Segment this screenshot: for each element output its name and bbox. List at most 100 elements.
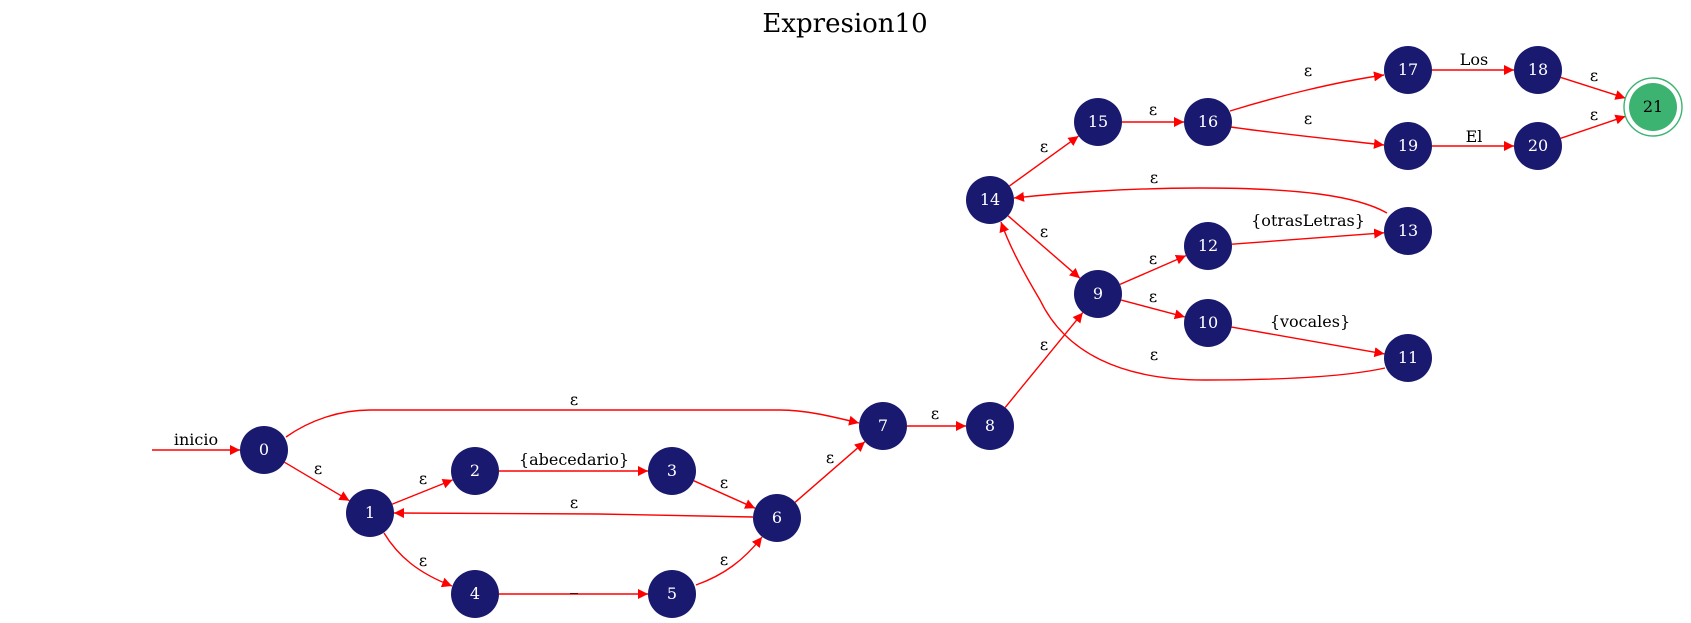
- state-circle: [753, 494, 801, 542]
- state-circle: [1184, 98, 1232, 146]
- state-label: 19: [1398, 136, 1418, 155]
- state-circle: [1384, 122, 1432, 170]
- state-circle: [1384, 334, 1432, 382]
- edge-12-13: [1231, 228, 1385, 245]
- state-node-6: 6: [753, 494, 801, 542]
- edge-18-21: [1560, 76, 1626, 100]
- edge-label-4-5: _: [570, 575, 578, 594]
- state-label: 18: [1528, 60, 1548, 79]
- start-label: inicio: [174, 430, 218, 449]
- edge-5-6: [695, 536, 763, 586]
- edge-label-14-15: ε: [1040, 137, 1048, 156]
- state-label: 15: [1088, 112, 1108, 131]
- state-node-5: 5: [648, 570, 696, 618]
- state-node-4: 4: [451, 570, 499, 618]
- edge-6-1: [393, 508, 754, 519]
- state-node-7: 7: [859, 402, 907, 450]
- edge-label-2-3: {abecedario}: [519, 450, 629, 469]
- edge-label-6-7: ε: [826, 448, 834, 467]
- edge-label-7-8: ε: [931, 404, 939, 423]
- edge-11-14: [999, 221, 1386, 381]
- edge-20-21: [1560, 114, 1626, 139]
- edges-layer: inicioεεεε{abecedario}ε_εεεεεεε{otrasLet…: [152, 50, 1626, 599]
- state-label: 20: [1528, 136, 1548, 155]
- state-circle: [1184, 222, 1232, 270]
- state-circle: [1074, 98, 1122, 146]
- edge-label-10-11: {vocales}: [1270, 312, 1350, 331]
- state-node-16: 16: [1184, 98, 1232, 146]
- state-label: 9: [1093, 284, 1103, 303]
- state-node-3: 3: [648, 447, 696, 495]
- state-circle: [859, 402, 907, 450]
- state-node-14: 14: [966, 176, 1014, 224]
- edge-14-9: [1007, 215, 1081, 279]
- state-label: 11: [1398, 348, 1418, 367]
- state-circle: [346, 489, 394, 537]
- edge-6-7: [794, 441, 866, 503]
- state-node-13: 13: [1384, 207, 1432, 255]
- edge-13-14: [1013, 187, 1388, 214]
- state-node-0: 0: [240, 426, 288, 474]
- edge-label-17-18: Los: [1460, 50, 1488, 69]
- edge-label-5-6: ε: [720, 550, 728, 569]
- edge-label-15-16: ε: [1149, 100, 1157, 119]
- edge-label-16-19: ε: [1304, 109, 1312, 128]
- state-label: 5: [667, 584, 677, 603]
- state-circle: [1384, 207, 1432, 255]
- edge-1-4: [383, 532, 453, 588]
- state-node-11: 11: [1384, 334, 1432, 382]
- state-label: 2: [470, 461, 480, 480]
- state-label: 0: [259, 440, 269, 459]
- state-node-15: 15: [1074, 98, 1122, 146]
- state-circle: [648, 447, 696, 495]
- edge-1-2: [392, 478, 453, 505]
- edge-label-14-9: ε: [1040, 222, 1048, 241]
- edge-0-1: [284, 461, 350, 502]
- state-label: 13: [1398, 221, 1418, 240]
- state-node-18: 18: [1514, 46, 1562, 94]
- edge-label-8-9: ε: [1040, 335, 1048, 354]
- state-label: 6: [772, 508, 782, 527]
- edge-label-16-17: ε: [1304, 61, 1312, 80]
- state-circle: [966, 402, 1014, 450]
- state-label: 21: [1643, 97, 1663, 116]
- state-circle: [240, 426, 288, 474]
- state-label: 12: [1198, 236, 1218, 255]
- edge-16-17: [1229, 71, 1385, 112]
- state-node-12: 12: [1184, 222, 1232, 270]
- state-node-1: 1: [346, 489, 394, 537]
- state-circle: [451, 447, 499, 495]
- state-circle: [1514, 46, 1562, 94]
- state-label: 4: [470, 584, 480, 603]
- state-circle: [451, 570, 499, 618]
- edge-label-9-10: ε: [1149, 287, 1157, 306]
- state-label: 10: [1198, 313, 1218, 332]
- state-label: 14: [980, 190, 1000, 209]
- edge-label-1-4: ε: [419, 551, 427, 570]
- edge-8-9: [1004, 312, 1084, 408]
- edge-14-15: [1009, 135, 1079, 187]
- state-node-9: 9: [1074, 270, 1122, 318]
- state-label: 16: [1198, 112, 1218, 131]
- state-label: 8: [985, 416, 995, 435]
- state-node-2: 2: [451, 447, 499, 495]
- state-node-21: 21: [1623, 77, 1683, 137]
- state-node-19: 19: [1384, 122, 1432, 170]
- state-node-8: 8: [966, 402, 1014, 450]
- state-circle: [966, 176, 1014, 224]
- edge-3-6: [693, 480, 756, 509]
- state-circle: [1184, 299, 1232, 347]
- state-label: 1: [365, 503, 375, 522]
- edge-10-11: [1231, 326, 1385, 358]
- edge-label-12-13: {otrasLetras}: [1251, 211, 1365, 230]
- edge-label-20-21: ε: [1590, 105, 1598, 124]
- edge-16-19: [1230, 126, 1385, 149]
- edge-label-0-1: ε: [314, 459, 322, 478]
- final-state-ring: [1623, 77, 1683, 137]
- edge-label-13-14: ε: [1150, 168, 1158, 187]
- edge-label-9-12: ε: [1149, 249, 1157, 268]
- edge-label-1-2: ε: [419, 469, 427, 488]
- edge-label-6-1: ε: [570, 493, 578, 512]
